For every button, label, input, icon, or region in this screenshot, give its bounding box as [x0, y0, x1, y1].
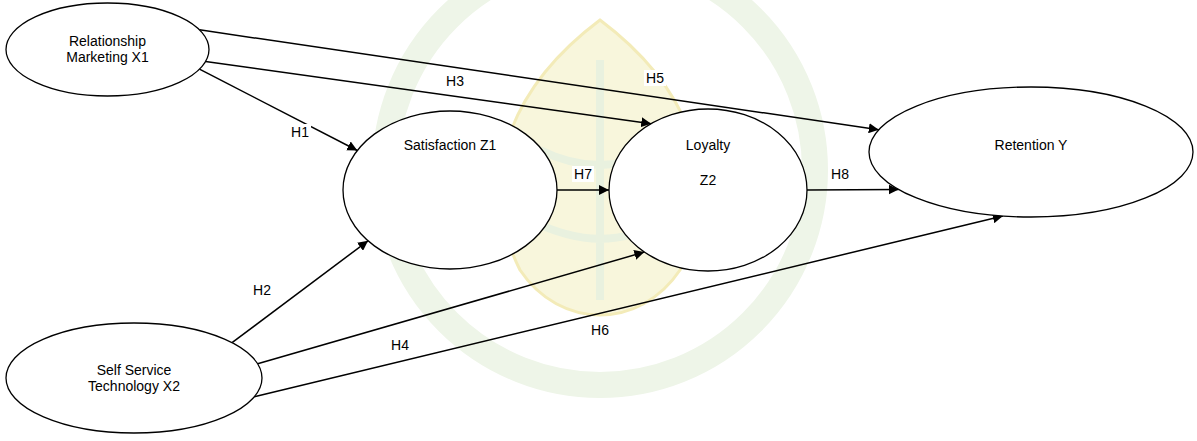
hypothesis-arrow [199, 30, 878, 130]
construct-label: Self Service Technology X2 [79, 362, 189, 394]
hypothesis-label: H8 [829, 166, 851, 182]
hypothesis-label: H2 [251, 282, 273, 298]
hypothesis-arrow [807, 189, 899, 191]
construct-ellipse: Retention Y [868, 86, 1194, 218]
construct-ellipse: Self Service Technology X2 [5, 322, 263, 434]
construct-ellipse: Relationship Marketing X1 [5, 2, 210, 97]
hypothesis-label: H4 [389, 337, 411, 353]
construct-label: Retention Y [868, 137, 1194, 153]
hypothesis-label: H1 [289, 124, 311, 140]
ellipse-outline [608, 108, 808, 272]
hypothesis-arrow [199, 69, 357, 150]
construct-ellipse: Satisfaction Z1 [342, 110, 558, 270]
hypothesis-label: H7 [572, 166, 594, 182]
hypothesis-arrow [254, 216, 1003, 397]
ellipse-outline [342, 110, 558, 270]
hypothesis-label: H3 [444, 73, 466, 89]
hypothesis-arrow [232, 241, 368, 343]
construct-label: Relationship Marketing X1 [53, 33, 163, 65]
construct-ellipse: LoyaltyZ2 [608, 108, 808, 272]
hypothesis-label: H6 [589, 322, 611, 338]
construct-label: Satisfaction Z1 [342, 137, 558, 153]
construct-label: Loyalty [608, 137, 808, 153]
hypothesis-arrow [557, 189, 609, 191]
hypothesis-label: H5 [644, 70, 666, 86]
construct-label: Z2 [608, 172, 808, 188]
